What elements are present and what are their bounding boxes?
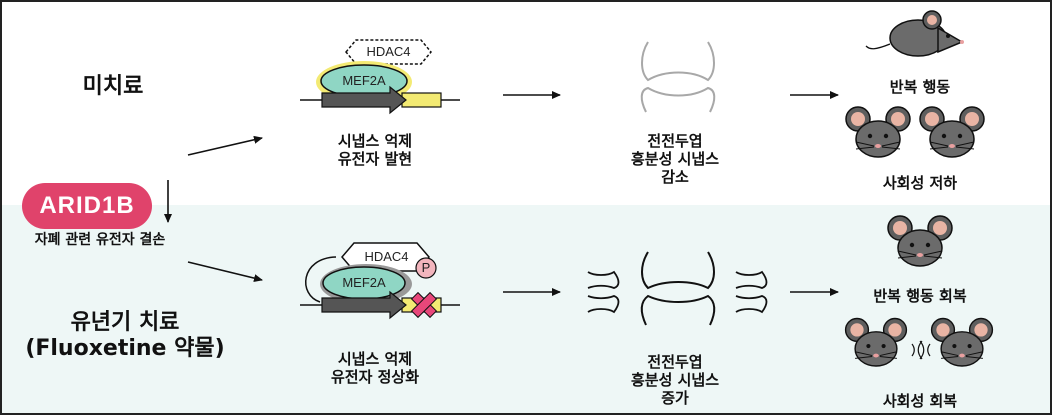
treated-condition-line-2: (Fluoxetine 약물) — [25, 336, 225, 362]
untreated-gene-effect-line-1: 시냅스 억제 — [337, 132, 413, 150]
treated-condition-label: 유년기 치료 (Fluoxetine 약물) — [20, 310, 230, 363]
gene-badge: ARID1B — [22, 183, 152, 229]
phospho-label: P — [421, 260, 431, 275]
treated-synapse-line-2: 흥분성 시냅스 — [630, 371, 720, 389]
treated-gene-effect-line-1: 시냅스 억제 — [337, 350, 413, 368]
untreated-gene-effect: 시냅스 억제 유전자 발현 — [300, 132, 450, 168]
mef2a-label-top: MEF2A — [342, 73, 386, 88]
untreated-synapse-line-1: 전전두엽 — [647, 132, 703, 150]
hdac4-label-top: HDAC4 — [366, 44, 411, 59]
treated-gene-effect: 시냅스 억제 유전자 정상화 — [300, 350, 450, 386]
hdac4-label-bottom: HDAC4 — [364, 249, 409, 264]
treated-behavior-1: 반복 행동 회복 — [873, 287, 967, 305]
treated-behavior-2: 사회성 회복 — [882, 392, 958, 410]
treated-condition-line-1: 유년기 치료 — [70, 310, 180, 335]
untreated-synapse-line-2: 흥분성 시냅스 — [630, 150, 720, 168]
treated-gene-effect-line-2: 유전자 정상화 — [330, 368, 420, 386]
untreated-behavior-2: 사회성 저하 — [882, 174, 958, 192]
untreated-synapse-line-3: 감소 — [661, 168, 689, 186]
untreated-synapse: 전전두엽 흥분성 시냅스 감소 — [600, 132, 750, 186]
treated-synapse-line-3: 증가 — [661, 389, 689, 407]
gene-note: 자폐 관련 유전자 결손 — [34, 232, 166, 248]
untreated-condition-label: 미치료 — [82, 74, 144, 99]
treated-synapse-line-1: 전전두엽 — [647, 353, 703, 371]
untreated-gene-effect-line-2: 유전자 발현 — [337, 150, 413, 168]
treated-synapse: 전전두엽 흥분성 시냅스 증가 — [600, 353, 750, 407]
untreated-behavior-1: 반복 행동 — [889, 78, 951, 96]
mef2a-label-bottom: MEF2A — [342, 275, 386, 290]
